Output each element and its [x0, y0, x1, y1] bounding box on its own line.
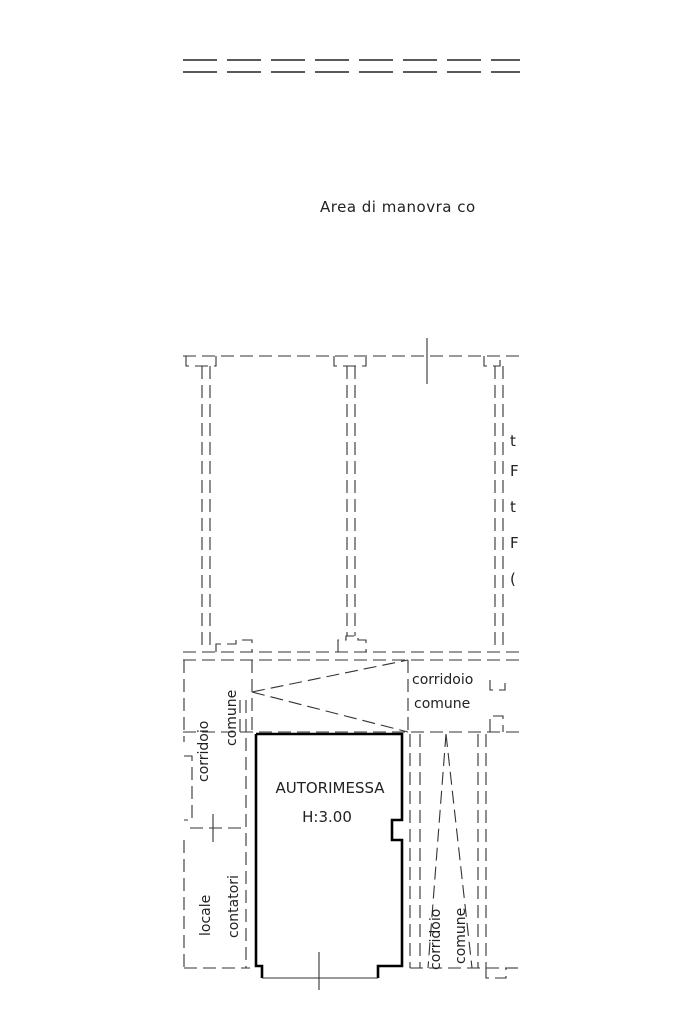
corridor-left-label-2: comune: [224, 690, 240, 746]
cutoff-label-2: F: [510, 462, 519, 480]
corridor-bottom-label-2: comune: [453, 908, 469, 964]
corridor-top-label-2: comune: [414, 696, 470, 712]
area-manovra-label: Area di manovra co: [320, 198, 476, 216]
corridor-right: [409, 733, 522, 979]
corridor-bottom-label-1: corridoio: [428, 909, 444, 970]
meter-room-label-1: locale: [198, 895, 214, 936]
meter-room-label-2: contatori: [226, 875, 242, 938]
parking-bays: [183, 338, 522, 661]
corridor-top-label-1: corridoio: [412, 672, 473, 688]
garage-name-label: AUTORIMESSA: [275, 779, 385, 797]
cutoff-label-5: (: [510, 570, 516, 588]
corridor-left-label-1: corridoio: [196, 721, 212, 782]
garage-room: [254, 732, 404, 990]
cutoff-label-4: F: [510, 534, 519, 552]
cutoff-label-1: t: [510, 432, 516, 450]
garage-height-label: H:3.00: [302, 808, 352, 826]
property-boundary-top: [183, 59, 520, 73]
corridor-top: [183, 659, 522, 733]
cutoff-right-labels: t F t F (: [510, 432, 519, 588]
cutoff-label-3: t: [510, 498, 516, 516]
left-rooms: [183, 660, 250, 969]
